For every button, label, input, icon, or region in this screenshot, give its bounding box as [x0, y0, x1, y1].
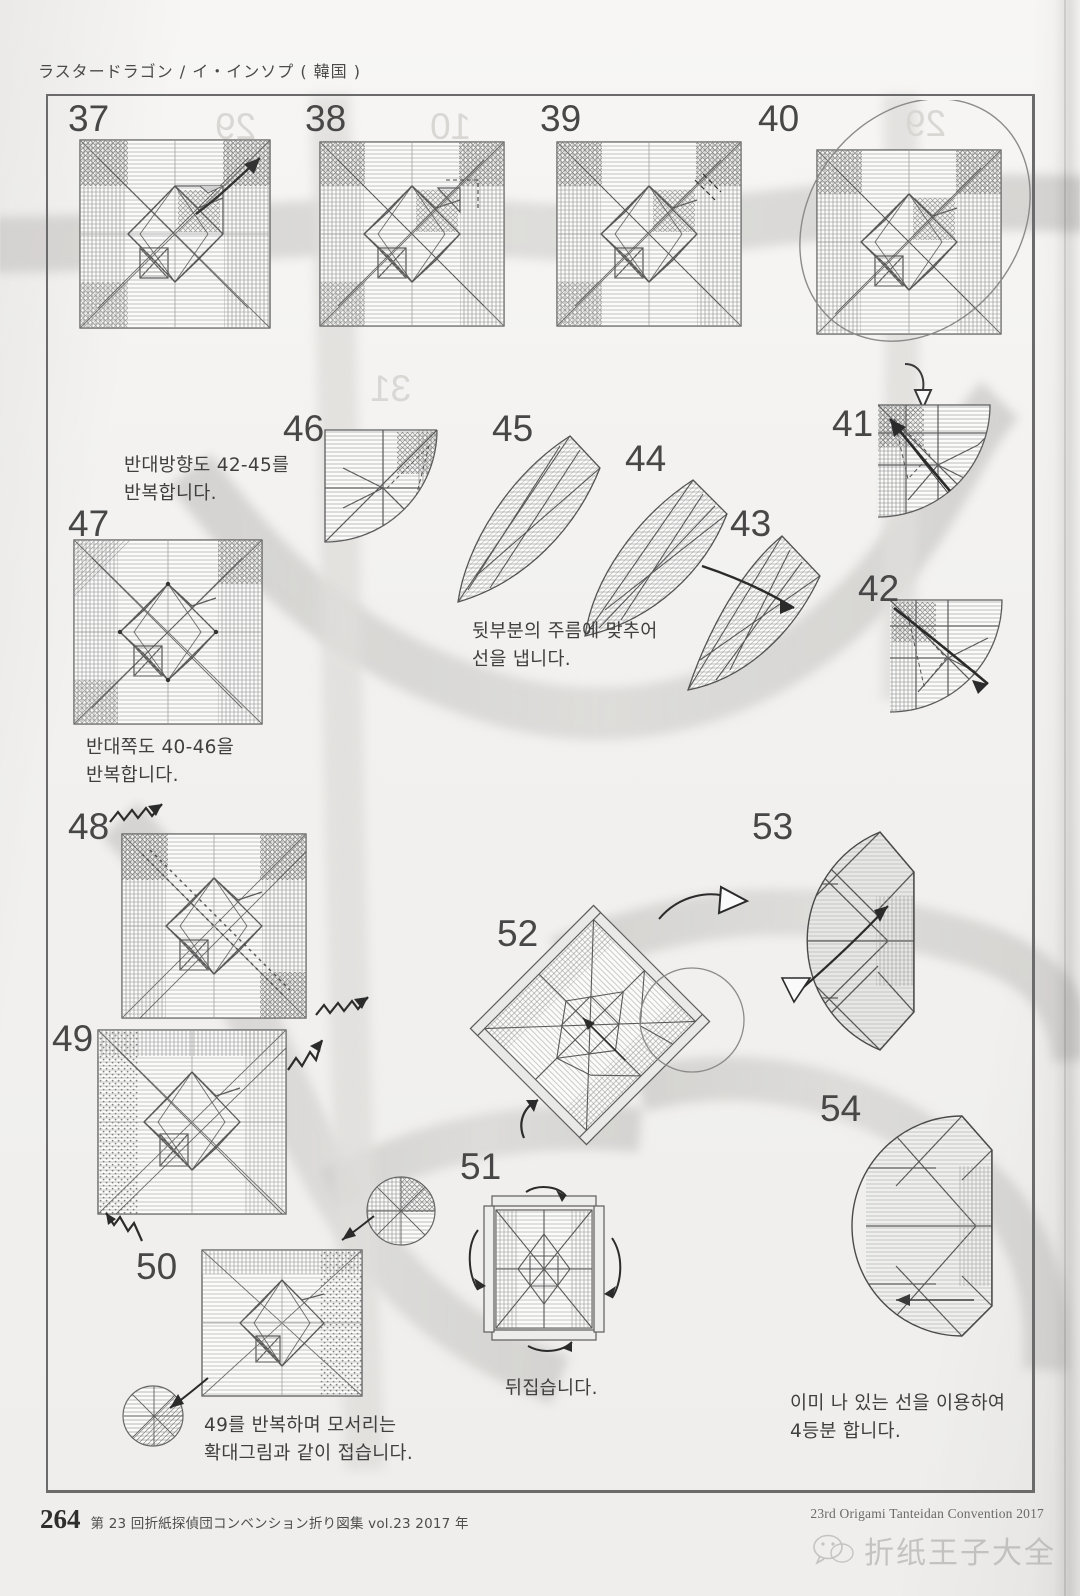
step-number-40: 40: [758, 98, 800, 139]
step-number-51: 51: [460, 1146, 502, 1187]
magnifier-ellipse-step-40: [799, 100, 1031, 342]
caption-step-54: 이미 나 있는 선을 이용하여 4등분 합니다.: [790, 1393, 1006, 1442]
rotate-arrow-step-52: [520, 1099, 539, 1139]
caption-step-51: 뒤집습니다.: [505, 1378, 598, 1399]
step-number-48: 48: [68, 806, 110, 847]
sequence-arrow-52-53: [658, 885, 750, 920]
footer-right-text: 23rd Origami Tanteidan Convention 2017: [810, 1506, 1044, 1521]
fold-arrow: [780, 905, 889, 1004]
step-number-44: 44: [625, 438, 667, 479]
diagram-step-49: [96, 1028, 291, 1218]
step-number-54: 54: [820, 1088, 862, 1129]
diagram-step-40: [815, 148, 1015, 338]
page-number: 264: [40, 1504, 81, 1534]
ghost-number: 31: [370, 368, 412, 409]
diagram-step-52: [469, 900, 711, 1150]
diagram-step-43: [670, 530, 830, 700]
diagram-frame: [46, 94, 1035, 1493]
watermark-text: 折纸王子大全: [864, 1536, 1056, 1571]
caption-step-44: 뒷부분의 주름에 맞추어 선을 냅니다.: [472, 621, 658, 670]
diagram-step-37: [78, 138, 278, 333]
wechat-icon: [813, 1534, 854, 1565]
step-number-53: 53: [752, 806, 794, 847]
step-number-43: 43: [730, 503, 772, 544]
step-number-41: 41: [832, 403, 874, 444]
diagram-step-45: [440, 430, 610, 610]
step-number-39: 39: [540, 98, 582, 139]
magnifier-circle-step-52: [639, 967, 745, 1073]
closeup-corner-step-49: [366, 1176, 436, 1246]
step-number-49: 49: [52, 1018, 94, 1059]
diagram-step-47: [72, 538, 267, 728]
step-number-47: 47: [68, 503, 110, 544]
closeup-corner-step-50: [122, 1385, 184, 1447]
footer-left-text: 第 23 回折紙探偵団コンベンション折り図集 vol.23 2017 年: [90, 1516, 469, 1532]
step-number-52: 52: [497, 913, 539, 954]
pleat-arrow-step-49a: [287, 1039, 324, 1071]
closeup-pointer-step-49: [341, 1215, 375, 1241]
diagram-step-48: [120, 832, 310, 1022]
fold-arrow: [888, 418, 951, 494]
caption-step-47: 반대쪽도 40-46을 반복합니다.: [86, 737, 235, 786]
fold-arrow: [893, 606, 989, 694]
fold-arrow: [701, 564, 795, 614]
diagram-step-42: [889, 599, 1040, 750]
diagram-step-51: [462, 1186, 642, 1355]
caption-step-46: 반대방향도 42-45를 반복합니다.: [124, 455, 290, 504]
step-number-37: 37: [68, 98, 110, 139]
footer-left: 264 第 23 回折紙探偵団コンベンション折り図集 vol.23 2017 年: [40, 1504, 469, 1535]
page-title: ラスタードラゴン / イ・インソプ ( 韓国 ): [38, 62, 361, 81]
diagram-step-41: [877, 404, 1028, 555]
closeup-pointer-step-50: [169, 1377, 209, 1409]
step-number-38: 38: [305, 98, 347, 139]
step-number-42: 42: [858, 568, 900, 609]
diagram-step-38: [318, 140, 508, 330]
pleat-arrow-top-step-48: [109, 803, 163, 823]
step-number-45: 45: [492, 408, 534, 449]
watermark: 折纸王子大全: [812, 1528, 1056, 1572]
diagram-step-39: [555, 140, 745, 330]
page-edge-line: [1064, 0, 1066, 1596]
pleat-arrow-step-49b: [105, 1212, 144, 1242]
fold-arrow: [195, 157, 261, 215]
caption-step-50: 49를 반복하며 모서리는 확대그림과 같이 접습니다.: [204, 1415, 414, 1464]
diagram-step-50: [200, 1248, 365, 1398]
pleat-arrow-bottom-step-48: [315, 996, 369, 1016]
sequence-arrow-40-41: [904, 363, 933, 411]
diagram-step-46: [324, 429, 465, 580]
step-number-46: 46: [283, 408, 325, 449]
diagram-step-44: [565, 470, 735, 645]
diagram-step-54: [851, 1110, 1026, 1340]
step-number-50: 50: [136, 1246, 178, 1287]
diagram-step-53: [758, 826, 938, 1056]
